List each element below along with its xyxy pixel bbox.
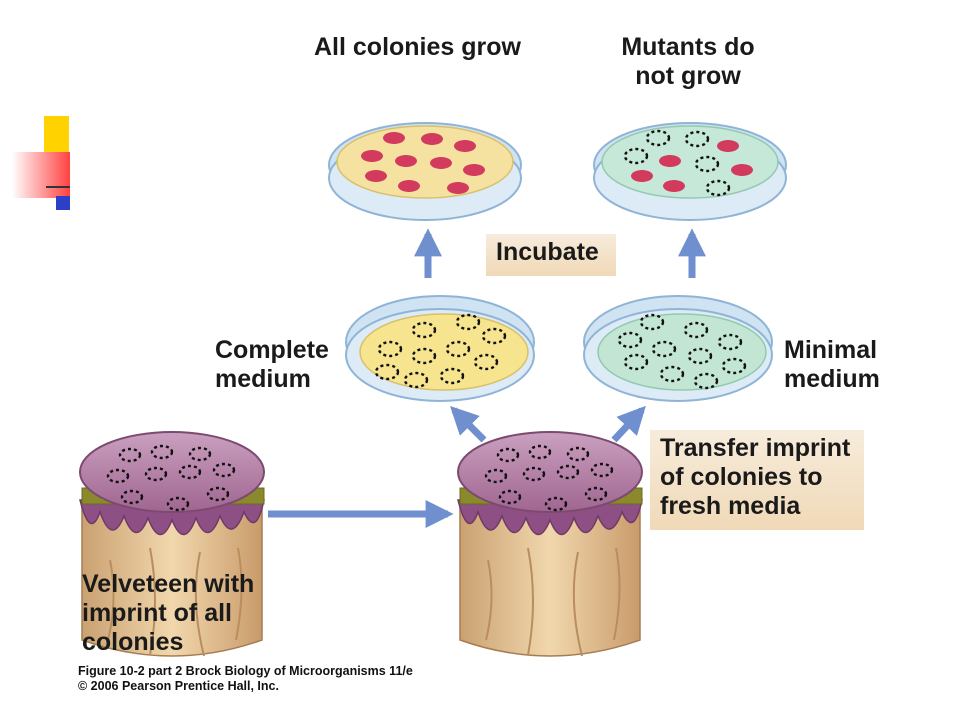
mutants-line-2: not grow xyxy=(635,61,741,90)
complete-line-2: medium xyxy=(215,364,311,393)
label-minimal-medium: Minimal medium xyxy=(784,336,880,394)
minimal-line-1: Minimal xyxy=(784,336,878,364)
colony-imprints xyxy=(617,313,747,390)
velveteen-line-3: colonies xyxy=(82,627,184,656)
label-complete-medium: Complete medium xyxy=(215,336,329,394)
red-colonies xyxy=(361,132,485,194)
dish-complete-medium xyxy=(345,295,535,402)
corner-decoration xyxy=(12,112,72,212)
red-colonies xyxy=(631,140,753,192)
label-velveteen: Velveteen with imprint of all colonies xyxy=(82,570,254,656)
velveteen-line-2: imprint of all xyxy=(82,598,232,627)
velveteen-line-1: Velveteen with xyxy=(82,570,255,598)
dish-minimal-incubated xyxy=(593,122,787,221)
transfer-line-1: Transfer imprint xyxy=(660,434,851,462)
arrow-to-complete-dish xyxy=(450,406,487,443)
empty-colony-outlines xyxy=(623,129,731,197)
arrows xyxy=(268,228,706,528)
caption-line-1: Figure 10-2 part 2 Brock Biology of Micr… xyxy=(78,664,413,678)
incubate-box xyxy=(486,234,616,276)
complete-line-1: Complete xyxy=(215,336,329,364)
colony-imprints xyxy=(374,313,507,389)
transfer-line-3: fresh media xyxy=(660,491,801,520)
transfer-line-2: of colonies to xyxy=(660,462,823,491)
label-all-colonies-grow: All colonies grow xyxy=(314,33,521,61)
velveteen-block-left xyxy=(79,431,265,657)
transfer-box xyxy=(650,430,864,530)
colony-imprints xyxy=(484,444,614,512)
dish-minimal-medium xyxy=(583,295,773,402)
label-incubate: Incubate xyxy=(496,238,599,266)
minimal-line-2: medium xyxy=(784,364,880,393)
mutants-line-1: Mutants do xyxy=(621,33,755,61)
caption-line-2: © 2006 Pearson Prentice Hall, Inc. xyxy=(78,679,279,693)
velveteen-block-right xyxy=(457,431,643,657)
dish-complete-incubated xyxy=(328,122,522,221)
colony-imprints xyxy=(106,444,236,512)
arrow-to-minimal-dish xyxy=(611,405,646,443)
figure-caption: Figure 10-2 part 2 Brock Biology of Micr… xyxy=(78,664,413,694)
label-mutants-do-not-grow: Mutants do not grow xyxy=(608,33,768,91)
label-transfer-imprint: Transfer imprint of colonies to fresh me… xyxy=(660,434,850,520)
